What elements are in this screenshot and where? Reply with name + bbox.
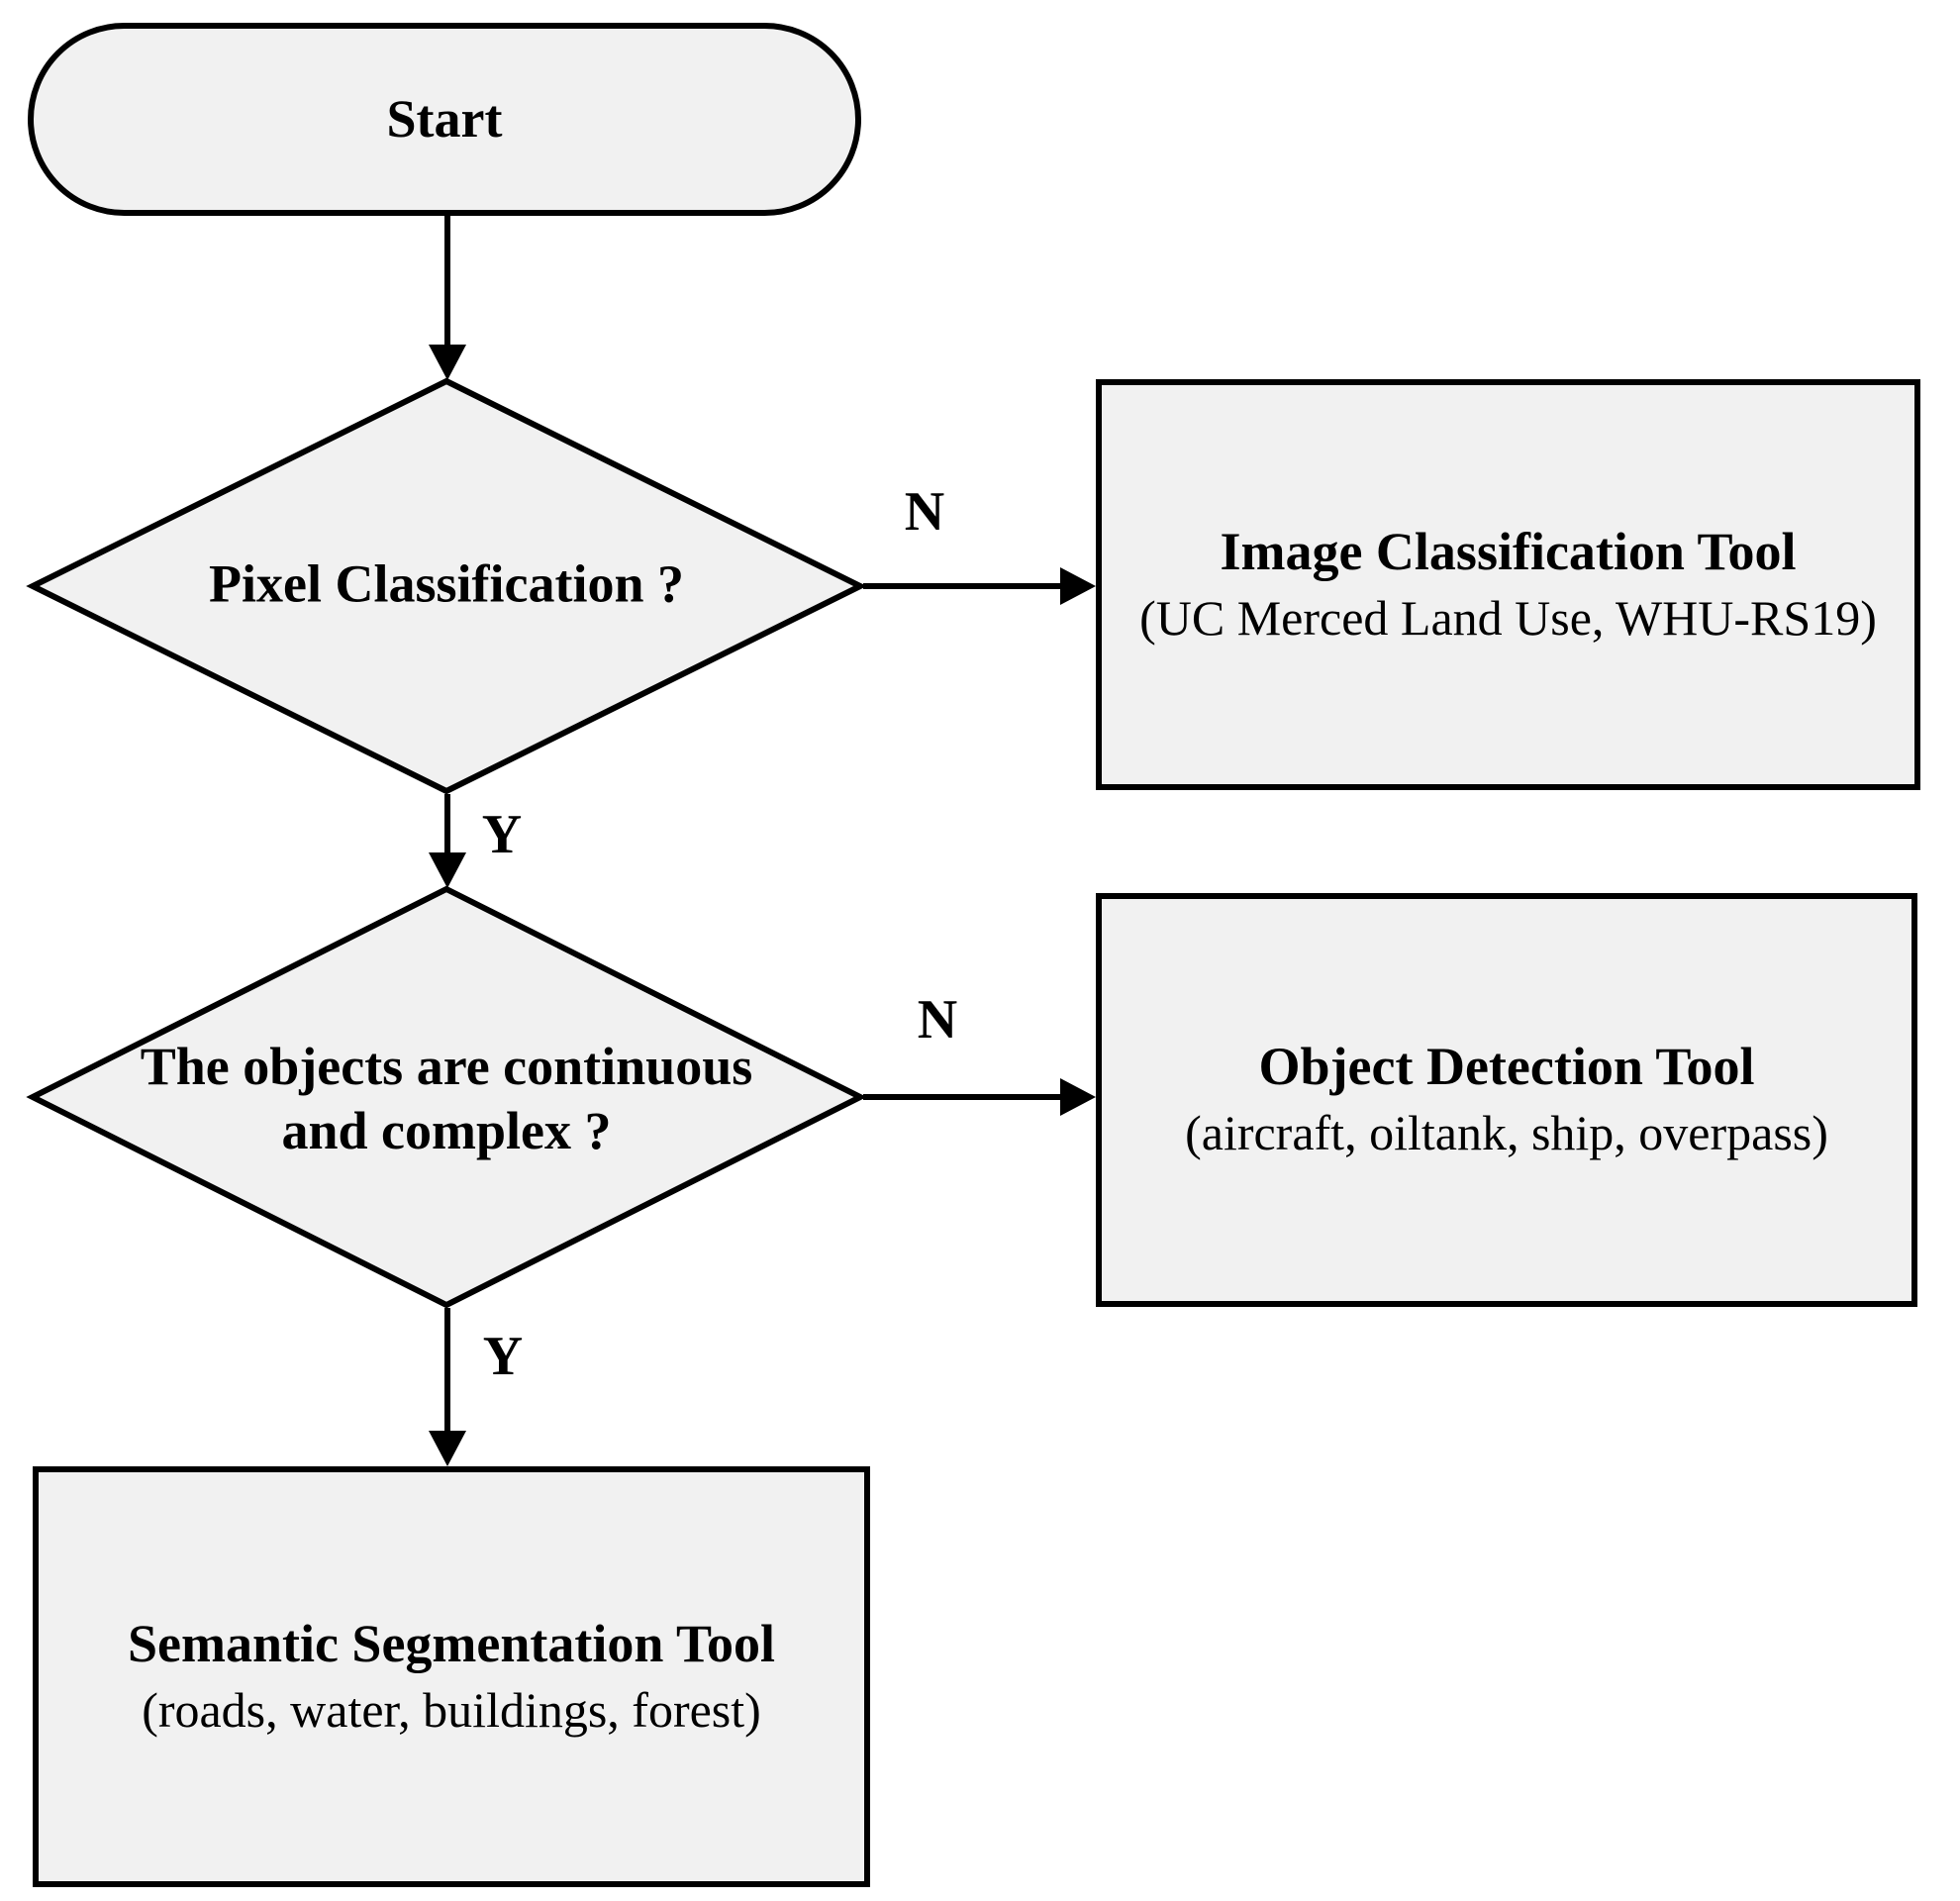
image-classification-tool-node: Image Classification Tool (UC Merced Lan… (1096, 379, 1920, 790)
semantic-segmentation-tool-title: Semantic Segmentation Tool (127, 1613, 776, 1673)
object-detection-tool-classes: (aircraft, oiltank, ship, overpass) (1185, 1105, 1828, 1160)
arrowhead-decision1-to-image-classification (1060, 567, 1096, 605)
decision1-yes-label: Y (481, 804, 523, 865)
arrowhead-decision2-to-object-detection (1060, 1078, 1096, 1116)
decision2-yes-label: Y (482, 1326, 524, 1387)
semantic-segmentation-tool-classes: (roads, water, buildings, forest) (142, 1681, 761, 1738)
arrowhead-decision1-to-decision2 (429, 852, 466, 888)
start-label: Start (386, 89, 503, 149)
decision2-label-line1: The objects are continuous (140, 1037, 753, 1096)
semantic-segmentation-tool-node: Semantic Segmentation Tool (roads, water… (33, 1466, 870, 1887)
object-detection-tool-title: Object Detection Tool (1258, 1037, 1755, 1096)
decision2-label-line2: and complex ? (281, 1101, 612, 1160)
arrowhead-decision2-to-semantic-segmentation (429, 1431, 466, 1466)
decision2-diamond-shape (26, 885, 867, 1309)
arrowhead-start-to-decision1 (429, 345, 466, 380)
image-classification-tool-title: Image Classification Tool (1220, 521, 1797, 581)
decision1-diamond-shape (26, 377, 867, 795)
decision1-label: Pixel Classification ? (209, 553, 684, 614)
start-node: Start (28, 23, 861, 216)
image-classification-tool-datasets: (UC Merced Land Use, WHU-RS19) (1139, 589, 1877, 646)
object-detection-tool-node: Object Detection Tool (aircraft, oiltank… (1096, 893, 1917, 1307)
decision1-no-label: N (904, 481, 945, 543)
decision2-label: The objects are continuous and complex ? (141, 1035, 753, 1163)
decision2-no-label: N (917, 989, 958, 1051)
